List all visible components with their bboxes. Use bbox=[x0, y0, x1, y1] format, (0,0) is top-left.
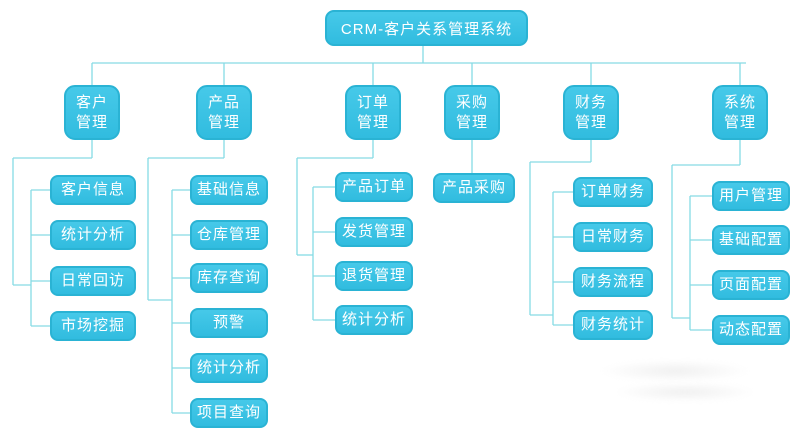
child-node: 页面配置 bbox=[712, 270, 790, 300]
child-node: 基础信息 bbox=[190, 175, 268, 205]
erased-watermark-smudge bbox=[615, 382, 755, 402]
child-node: 客户信息 bbox=[50, 175, 136, 205]
erased-watermark-smudge bbox=[600, 360, 750, 382]
child-node: 订单财务 bbox=[573, 177, 653, 207]
child-node: 库存查询 bbox=[190, 263, 268, 293]
child-node: 项目查询 bbox=[190, 398, 268, 428]
child-node: 日常回访 bbox=[50, 266, 136, 296]
child-node: 预警 bbox=[190, 308, 268, 338]
child-node: 产品订单 bbox=[335, 172, 413, 202]
child-node: 仓库管理 bbox=[190, 220, 268, 250]
child-node: 统计分析 bbox=[50, 220, 136, 250]
branch-node: 采购管理 bbox=[444, 85, 500, 140]
root-node: CRM-客户关系管理系统 bbox=[325, 10, 528, 46]
child-node: 日常财务 bbox=[573, 222, 653, 252]
child-node: 用户管理 bbox=[712, 181, 790, 211]
child-node: 基础配置 bbox=[712, 225, 790, 255]
child-node: 动态配置 bbox=[712, 315, 790, 345]
branch-node: 产品管理 bbox=[196, 85, 252, 140]
child-node: 财务统计 bbox=[573, 310, 653, 340]
branch-node: 客户管理 bbox=[64, 85, 120, 140]
child-node: 发货管理 bbox=[335, 217, 413, 247]
child-node: 财务流程 bbox=[573, 267, 653, 297]
child-node: 市场挖掘 bbox=[50, 311, 136, 341]
child-node: 产品采购 bbox=[433, 173, 515, 203]
branch-node: 系统管理 bbox=[712, 85, 768, 140]
child-node: 统计分析 bbox=[335, 305, 413, 335]
child-node: 退货管理 bbox=[335, 261, 413, 291]
branch-node: 订单管理 bbox=[345, 85, 401, 140]
branch-node: 财务管理 bbox=[563, 85, 619, 140]
child-node: 统计分析 bbox=[190, 353, 268, 383]
